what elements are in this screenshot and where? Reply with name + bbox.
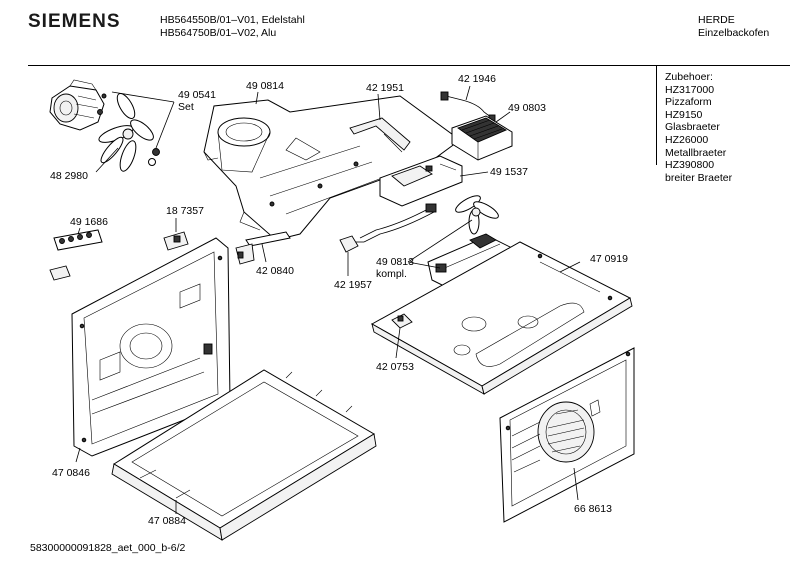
part-number-420753[interactable]: 42 0753 — [376, 361, 414, 373]
leader-line — [77, 227, 81, 235]
accessories-panel: Zubehoer: HZ317000 Pizzaform HZ9150 Glas… — [656, 65, 791, 184]
accessory-line: Metallbraeter — [665, 146, 727, 159]
part-number-420840[interactable]: 42 0840 — [256, 265, 294, 277]
control-module-part[interactable] — [379, 155, 463, 207]
leader-line — [377, 93, 381, 121]
part-number-421951[interactable]: 42 1951 — [366, 82, 404, 94]
model-line-1: HB564550B/01–V01, Edelstahl — [160, 14, 305, 26]
fan-nut-part[interactable] — [148, 148, 160, 166]
wiring-harness-part[interactable] — [359, 203, 437, 243]
oven-rear-wall-part[interactable] — [499, 347, 635, 523]
bottom-tray-part[interactable] — [111, 369, 377, 541]
duct-bracket-part[interactable] — [349, 117, 411, 153]
oven-lamp-part[interactable] — [391, 313, 413, 329]
leader-line — [495, 111, 511, 123]
leader-line — [559, 261, 581, 273]
leader-line — [255, 91, 259, 105]
part-number-490541[interactable]: 49 0541 — [178, 89, 216, 101]
leader-line — [95, 147, 119, 173]
leader-line — [155, 101, 175, 149]
accessory-line: Zubehoer: — [665, 71, 713, 83]
category-line-1: HERDE — [698, 14, 735, 26]
part-number-482980[interactable]: 48 2980 — [50, 170, 88, 182]
leader-line — [395, 327, 401, 359]
header-rule — [28, 65, 790, 66]
accessory-line: Glasbraeter — [665, 121, 720, 134]
accessory-line: HZ26000 — [665, 133, 709, 146]
leader-line — [459, 171, 489, 177]
appliance-category: HERDE Einzelbackofen — [698, 14, 769, 40]
leader-line — [111, 91, 175, 103]
part-number-490814[interactable]: 49 0814 — [246, 80, 284, 92]
leader-line — [465, 85, 471, 101]
part-number-491537[interactable]: 49 1537 — [490, 166, 528, 178]
part-number-187357[interactable]: 18 7357 — [166, 205, 204, 217]
fan-wheel-part[interactable] — [97, 91, 157, 173]
leader-line — [407, 261, 441, 269]
leader-line — [573, 467, 579, 501]
model-line-2: HB564750B/01–V02, Alu — [160, 27, 277, 39]
fan-motor-part[interactable] — [49, 79, 107, 131]
part-number-491686[interactable]: 49 1686 — [70, 216, 108, 228]
accessory-line: Pizzaform — [665, 96, 712, 109]
door-switch-part[interactable] — [235, 231, 291, 265]
brand-logo: SIEMENS — [28, 11, 121, 32]
part-number-490813-kompl: kompl. — [376, 268, 407, 280]
part-number-470884[interactable]: 47 0884 — [148, 515, 186, 527]
part-number-490813[interactable]: 49 0813 — [376, 256, 414, 268]
category-line-2: Einzelbackofen — [698, 27, 770, 39]
connector-part[interactable] — [163, 231, 189, 251]
document-id: 58300000091828_aet_000_b-6/2 — [30, 542, 186, 554]
accessory-line: HZ9150 — [665, 108, 703, 121]
part-number-490803[interactable]: 49 0803 — [508, 102, 546, 114]
convection-fan-part[interactable] — [427, 193, 513, 293]
rear-panel-part[interactable] — [71, 237, 231, 457]
part-number-490541-set: Set — [178, 101, 194, 113]
model-numbers: HB564550B/01–V01, Edelstahl HB564750B/01… — [160, 14, 305, 40]
accessory-line: HZ390800 — [665, 159, 715, 172]
accessory-line: breiter Braeter — [665, 171, 733, 184]
leader-line — [407, 219, 473, 263]
part-number-668613[interactable]: 66 8613 — [574, 503, 612, 515]
terminal-block-part[interactable] — [49, 229, 103, 281]
part-number-421957[interactable]: 42 1957 — [334, 279, 372, 291]
temperature-sensor-part[interactable] — [339, 235, 364, 253]
electronic-module-part[interactable] — [451, 115, 513, 161]
leader-line — [75, 447, 81, 463]
part-number-421946[interactable]: 42 1946 — [458, 73, 496, 85]
accessory-line: HZ317000 — [665, 83, 715, 96]
part-number-470846[interactable]: 47 0846 — [52, 467, 90, 479]
leader-line — [261, 243, 267, 263]
part-number-470919[interactable]: 47 0919 — [590, 253, 628, 265]
oven-top-plate-part[interactable] — [370, 241, 633, 395]
